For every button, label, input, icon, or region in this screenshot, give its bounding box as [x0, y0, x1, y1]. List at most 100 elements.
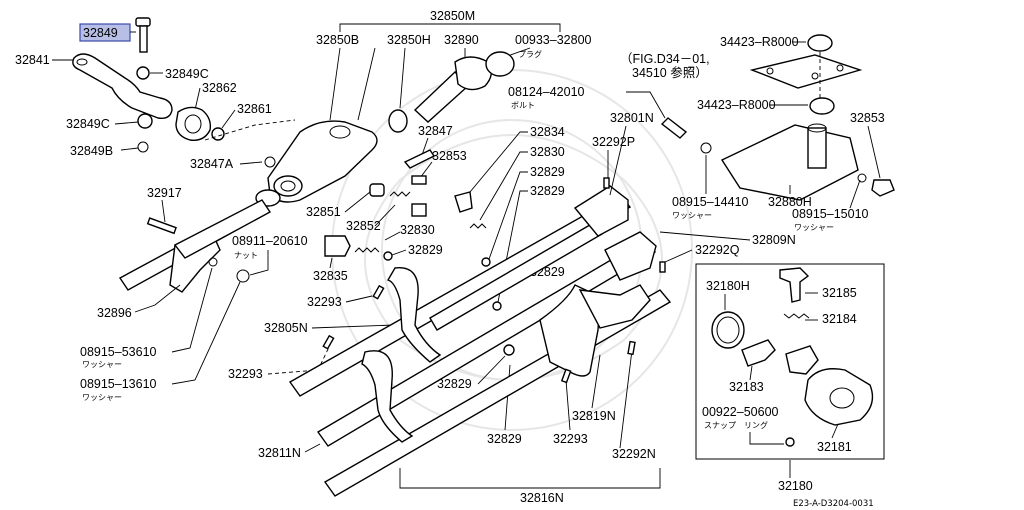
label-32819N[interactable]: 32819N	[572, 409, 616, 423]
leader	[565, 379, 571, 431]
leader	[749, 432, 784, 445]
label-08124-42010[interactable]: 08124–42010	[508, 85, 585, 99]
label-32849C-b[interactable]: 32849C	[66, 117, 110, 131]
leader	[357, 47, 376, 121]
label-08915-15010[interactable]: 08915–15010	[792, 207, 869, 221]
label-32829-e[interactable]: 32829	[437, 377, 472, 391]
leader	[421, 137, 429, 156]
leader	[134, 284, 181, 313]
label-washer-a: ワッシャー	[82, 360, 122, 369]
label-32809N[interactable]: 32809N	[752, 233, 796, 247]
label-34423-a[interactable]: 34423–R8000	[720, 35, 799, 49]
leader	[477, 355, 506, 385]
label-32293-b[interactable]: 32293	[228, 367, 263, 381]
label-08915-14410[interactable]: 08915–14410	[672, 195, 749, 209]
label-fig-ref2: 34510 参照）	[632, 65, 708, 80]
label-32896[interactable]: 32896	[97, 306, 132, 320]
label-32801N[interactable]: 32801N	[610, 111, 654, 125]
label-32834[interactable]: 32834	[530, 125, 565, 139]
label-32805N[interactable]: 32805N	[264, 321, 308, 335]
leader	[591, 354, 601, 409]
label-32293-c[interactable]: 32293	[553, 432, 588, 446]
part-fork-2	[361, 350, 414, 443]
label-32890[interactable]: 32890	[444, 33, 479, 47]
label-32852[interactable]: 32852	[346, 219, 381, 233]
label-32829-a[interactable]: 32829	[408, 243, 443, 257]
label-32829-f[interactable]: 32829	[487, 432, 522, 446]
label-washer-c: ワッシャー	[672, 211, 712, 220]
label-32292P[interactable]: 32292P	[592, 135, 635, 149]
label-00922-50600[interactable]: 00922–50600	[702, 405, 779, 419]
part-plate	[749, 54, 863, 89]
leader	[345, 295, 373, 303]
diagram-code: E23-A-D3204-0031	[793, 499, 874, 509]
label-32850H[interactable]: 32850H	[387, 33, 431, 47]
label-32181[interactable]: 32181	[817, 440, 852, 454]
label-32851[interactable]: 32851	[306, 205, 341, 219]
label-08911-20610[interactable]: 08911–20610	[232, 234, 308, 248]
label-32849C-a[interactable]: 32849C	[165, 67, 209, 81]
label-32830-a[interactable]: 32830	[400, 223, 435, 237]
bracket	[399, 468, 661, 489]
label-32853-b[interactable]: 32853	[850, 111, 885, 125]
label-32850M[interactable]: 32850M	[430, 9, 475, 23]
label-32184[interactable]: 32184	[822, 312, 857, 326]
leader	[469, 131, 528, 193]
leader	[384, 231, 401, 241]
label-32180[interactable]: 32180	[778, 479, 813, 493]
label-32847A[interactable]: 32847A	[190, 157, 234, 171]
label-32847[interactable]: 32847	[418, 124, 453, 138]
label-32850B[interactable]: 32850B	[316, 33, 359, 47]
label-32862[interactable]: 32862	[202, 81, 237, 95]
leader	[239, 161, 263, 165]
label-32849[interactable]: 32849	[83, 26, 118, 40]
label-32292Q[interactable]: 32292Q	[695, 243, 740, 257]
leader	[344, 191, 371, 213]
label-32853-a[interactable]: 32853	[432, 149, 467, 163]
label-32292N[interactable]: 32292N	[612, 447, 656, 461]
leader	[374, 204, 396, 227]
label-32835[interactable]: 32835	[313, 269, 348, 283]
leader	[329, 47, 341, 121]
part-32849-head	[135, 17, 151, 27]
label-08915-53610[interactable]: 08915–53610	[80, 345, 157, 359]
label-32880H[interactable]: 32880H	[768, 195, 812, 209]
leader	[221, 109, 236, 129]
label-32829-b[interactable]: 32829	[530, 165, 565, 179]
label-08915-13610[interactable]: 08915–13610	[80, 377, 157, 391]
leader	[194, 87, 201, 111]
part-fork-1	[386, 267, 442, 363]
bracket	[339, 23, 561, 32]
leader	[659, 231, 751, 241]
label-32811N[interactable]: 32811N	[258, 446, 301, 460]
label-bolt: ボルト	[511, 101, 535, 110]
highlight-box-32849[interactable]	[79, 23, 131, 42]
inset-32180: 32180H 32185 32184 32183 00922–50600 スナッ…	[695, 263, 885, 493]
label-32829-c[interactable]: 32829	[530, 184, 565, 198]
part-32181	[804, 368, 874, 426]
label-32293-a[interactable]: 32293	[307, 295, 342, 309]
leader	[171, 267, 213, 353]
leader	[626, 91, 666, 119]
label-32816N[interactable]: 32816N	[520, 491, 564, 505]
leader	[304, 443, 321, 453]
right-shaft-labels: 08124–42010 ボルト 32801N 32292P 32809N 322…	[508, 85, 796, 273]
bracket-group: 34423–R8000 （FIG.D34－01, 34510 参照） 34423…	[620, 34, 895, 232]
label-00933-32800[interactable]: 00933–32800	[515, 33, 592, 47]
label-32849B[interactable]: 32849B	[70, 144, 113, 158]
label-32861[interactable]: 32861	[237, 102, 272, 116]
label-32183[interactable]: 32183	[729, 380, 764, 394]
leader	[249, 250, 269, 276]
part-plug	[485, 51, 515, 77]
leader	[867, 125, 881, 179]
label-32830-b[interactable]: 32830	[530, 145, 565, 159]
leader	[171, 281, 241, 385]
label-34423-b[interactable]: 34423–R8000	[697, 98, 776, 112]
label-32185[interactable]: 32185	[822, 286, 857, 300]
label-washer-b: ワッシャー	[82, 393, 122, 402]
label-32180H[interactable]: 32180H	[706, 279, 750, 293]
label-plug: プラグ	[518, 49, 542, 59]
label-32841[interactable]: 32841	[15, 53, 50, 67]
label-32917[interactable]: 32917	[147, 186, 182, 200]
